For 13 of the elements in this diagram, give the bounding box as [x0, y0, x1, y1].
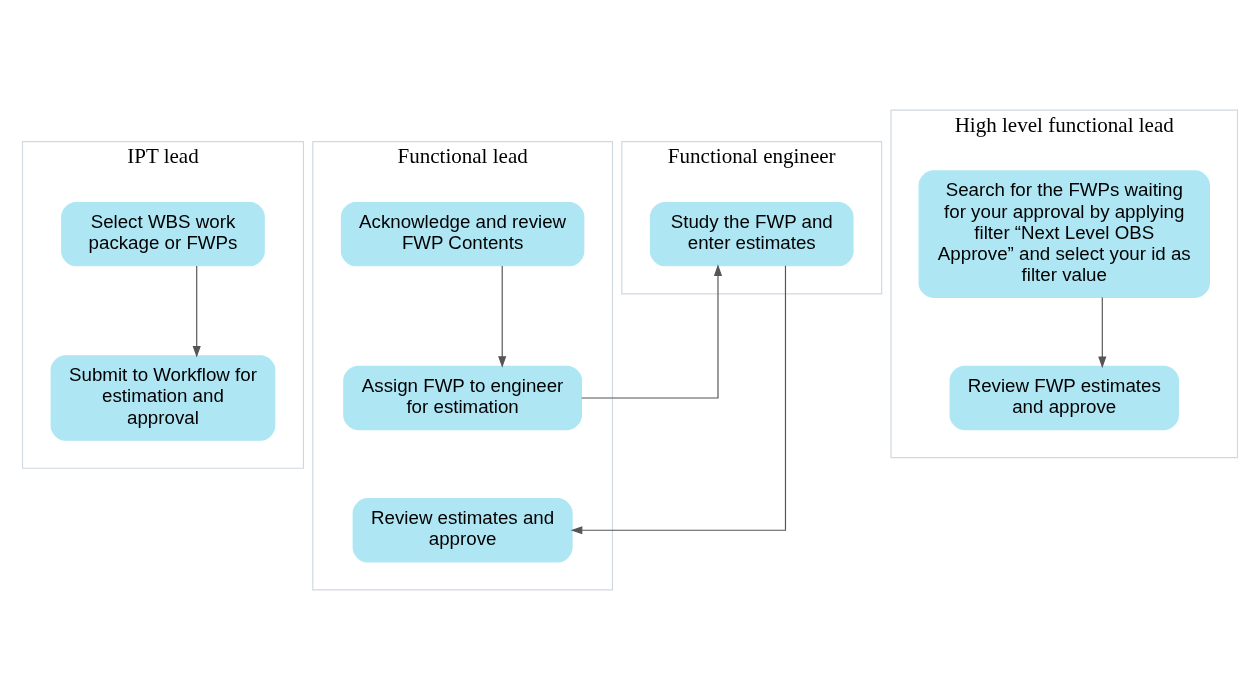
- arrow: [581, 264, 723, 399]
- arrow: [192, 265, 201, 358]
- node-box: Select WBS work package or FWPs: [61, 201, 265, 267]
- node-box: Search for the FWPs waiting for your approval by applying filter “Next Level OBS Approve” and select your id as filter value: [918, 170, 1210, 298]
- node-box: Assign FWP to engineer for estimation: [343, 365, 582, 431]
- arrow: [570, 265, 787, 535]
- node-box: Submit to Workflow for estimation and approval: [50, 355, 276, 441]
- arrow: [1098, 296, 1107, 369]
- arrow: [498, 265, 507, 368]
- node-box: Review FWP estimates and approve: [949, 365, 1179, 431]
- node-box: Study the FWP and enter estimates: [649, 201, 854, 267]
- node-box: Acknowledge and review FWP Contents: [340, 201, 585, 267]
- node-box: Review estimates and approve: [352, 498, 573, 563]
